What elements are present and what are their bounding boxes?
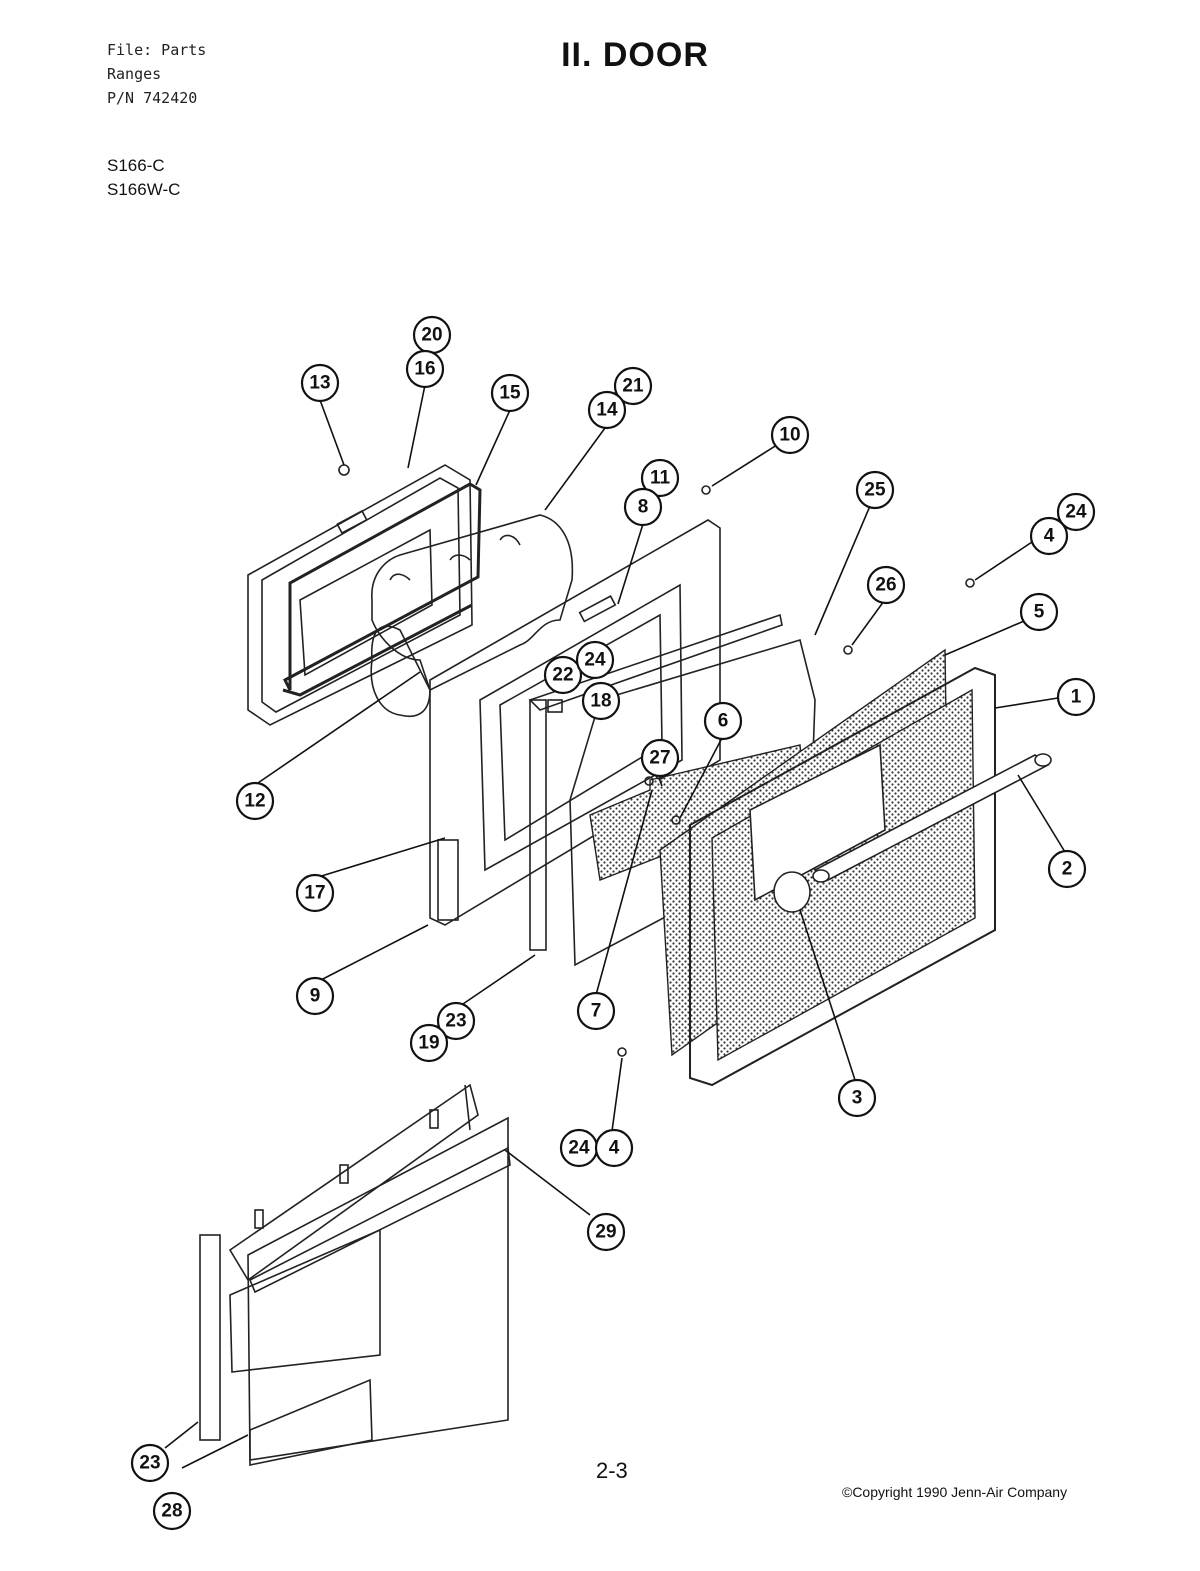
file-line: P/N 742420: [107, 89, 198, 107]
callout-20: 20: [412, 315, 452, 355]
insulation: [370, 514, 574, 717]
callout-6: 6: [703, 701, 743, 741]
svg-text:14: 14: [596, 400, 618, 421]
svg-text:15: 15: [499, 383, 521, 404]
callout-1: 1: [1056, 677, 1096, 717]
svg-text:18: 18: [590, 691, 611, 712]
callout-11: 11: [640, 458, 680, 498]
callout-28: 28: [152, 1491, 192, 1531]
page-number: 2-3: [596, 1458, 628, 1483]
svg-text:23: 23: [139, 1453, 160, 1474]
svg-text:10: 10: [779, 425, 800, 446]
svg-text:25: 25: [864, 480, 886, 501]
svg-text:24: 24: [584, 650, 606, 671]
svg-text:9: 9: [310, 986, 321, 1007]
model-list: S166-C S166W-C: [107, 154, 180, 202]
file-info: File: Parts Ranges P/N 742420: [107, 38, 206, 110]
door-gasket: [282, 482, 482, 697]
svg-text:23: 23: [445, 1011, 466, 1032]
svg-text:11: 11: [650, 468, 671, 489]
callout-3: 3: [837, 1078, 877, 1118]
svg-text:4: 4: [1044, 526, 1055, 547]
svg-text:24: 24: [568, 1138, 590, 1159]
svg-text:20: 20: [421, 325, 442, 346]
callout-23: 23: [436, 1001, 476, 1041]
svg-text:16: 16: [414, 359, 435, 380]
callout-24: 24: [559, 1128, 599, 1168]
lower-door-assembly: [199, 1083, 511, 1466]
door-handle: [812, 753, 1052, 883]
model-number: S166W-C: [107, 180, 181, 199]
svg-text:5: 5: [1034, 602, 1045, 623]
hardware: [338, 464, 975, 1057]
callout-27: 27: [640, 738, 680, 778]
svg-text:22: 22: [552, 665, 573, 686]
callout-9: 9: [295, 976, 335, 1016]
outer-door-frame: [689, 666, 996, 1087]
callout-16: 16: [405, 349, 445, 389]
callout-23: 23: [130, 1443, 170, 1483]
svg-text:4: 4: [609, 1138, 620, 1159]
svg-text:1: 1: [1071, 687, 1082, 708]
callout-4: 4: [594, 1128, 634, 1168]
callout-22: 22: [543, 655, 583, 695]
callout-5: 5: [1019, 592, 1059, 632]
callout-14: 14: [587, 390, 627, 430]
svg-text:3: 3: [852, 1088, 863, 1109]
callout-12: 12: [235, 781, 275, 821]
callout-17: 17: [295, 873, 335, 913]
svg-text:26: 26: [875, 575, 896, 596]
file-line: Ranges: [107, 65, 162, 83]
svg-text:6: 6: [718, 711, 729, 732]
callout-25: 25: [855, 470, 895, 510]
svg-text:2: 2: [1062, 859, 1073, 880]
callout-21: 21: [613, 366, 653, 406]
callout-26: 26: [866, 565, 906, 605]
inner-door-liner: [247, 464, 473, 726]
svg-text:17: 17: [304, 883, 325, 904]
callout-19: 19: [409, 1023, 449, 1063]
callout-24: 24: [575, 640, 615, 680]
page-title: II. DOOR: [561, 36, 709, 74]
svg-text:21: 21: [622, 376, 644, 397]
callout-13: 13: [300, 363, 340, 403]
callout-29: 29: [586, 1212, 626, 1252]
callout-18: 18: [581, 681, 621, 721]
file-line: File: Parts: [107, 41, 207, 59]
callout-15: 15: [490, 373, 530, 413]
door-knob: [773, 871, 811, 913]
svg-text:12: 12: [244, 791, 265, 812]
svg-text:24: 24: [1065, 502, 1087, 523]
callout-2: 2: [1047, 849, 1087, 889]
callout-24: 24: [1056, 492, 1096, 532]
svg-text:29: 29: [595, 1222, 616, 1243]
callout-10: 10: [770, 415, 810, 455]
copyright-notice: ©Copyright 1990 Jenn-Air Company: [842, 1484, 1068, 1500]
callout-8: 8: [623, 487, 663, 527]
callout-7: 7: [576, 991, 616, 1031]
svg-text:13: 13: [309, 373, 330, 394]
model-number: S166-C: [107, 156, 165, 175]
svg-text:27: 27: [649, 748, 670, 769]
leader-lines: [164, 384, 1066, 1469]
svg-text:7: 7: [591, 1001, 602, 1022]
callout-4: 4: [1029, 516, 1069, 556]
svg-text:28: 28: [161, 1501, 182, 1522]
svg-text:8: 8: [638, 497, 649, 518]
svg-text:19: 19: [418, 1033, 439, 1054]
